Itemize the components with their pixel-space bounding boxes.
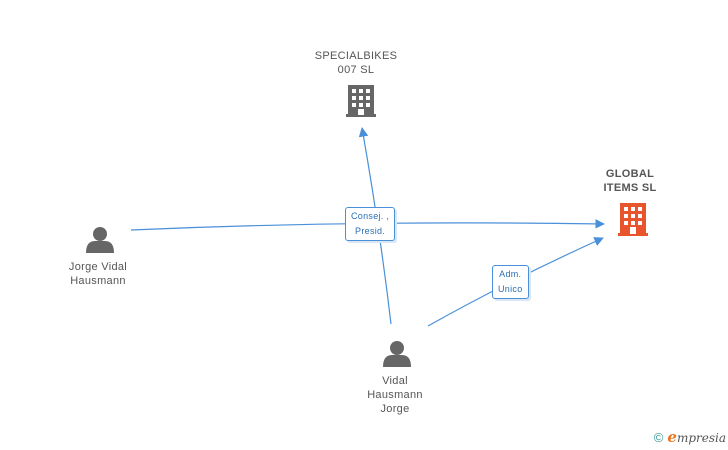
- copyright-symbol: ©: [653, 429, 664, 445]
- node-label-line: GLOBAL: [605, 168, 655, 180]
- node-label-line: Hausmann: [367, 389, 423, 401]
- node-label-jorge-vidal[interactable]: Jorge Vidal Hausmann: [48, 260, 148, 288]
- node-label-line: 007 SL: [337, 64, 375, 76]
- brand-name: mpresia: [676, 431, 726, 445]
- node-label-line: Jorge Vidal: [68, 261, 128, 273]
- brand-watermark: © empresia: [654, 428, 726, 446]
- edge-label-line: Adm.: [499, 269, 522, 279]
- person-icon: [86, 227, 114, 253]
- person-icon: [383, 341, 411, 367]
- node-label-global-items[interactable]: GLOBAL ITEMS SL: [590, 167, 670, 195]
- node-label-specialbikes[interactable]: SPECIALBIKES 007 SL: [306, 49, 406, 77]
- building-icon: [618, 203, 648, 236]
- brand-logo-e: e: [667, 428, 677, 446]
- edge-label-adm-unico[interactable]: Adm. Unico: [492, 265, 529, 299]
- node-label-line: SPECIALBIKES: [314, 50, 398, 62]
- edge-label-consej-presid[interactable]: Consej. , Presid.: [345, 207, 396, 241]
- edge-label-line: Presid.: [355, 226, 386, 236]
- edge-label-line: Consej. ,: [351, 211, 390, 221]
- node-label-line: Hausmann: [70, 275, 126, 287]
- node-label-line: ITEMS SL: [603, 182, 657, 194]
- node-label-line: Jorge: [380, 403, 410, 415]
- edge-label-line: Unico: [498, 284, 523, 294]
- building-icon: [346, 85, 376, 117]
- node-label-line: Vidal: [382, 375, 408, 387]
- node-label-vidal-hausmann[interactable]: Vidal Hausmann Jorge: [345, 374, 445, 416]
